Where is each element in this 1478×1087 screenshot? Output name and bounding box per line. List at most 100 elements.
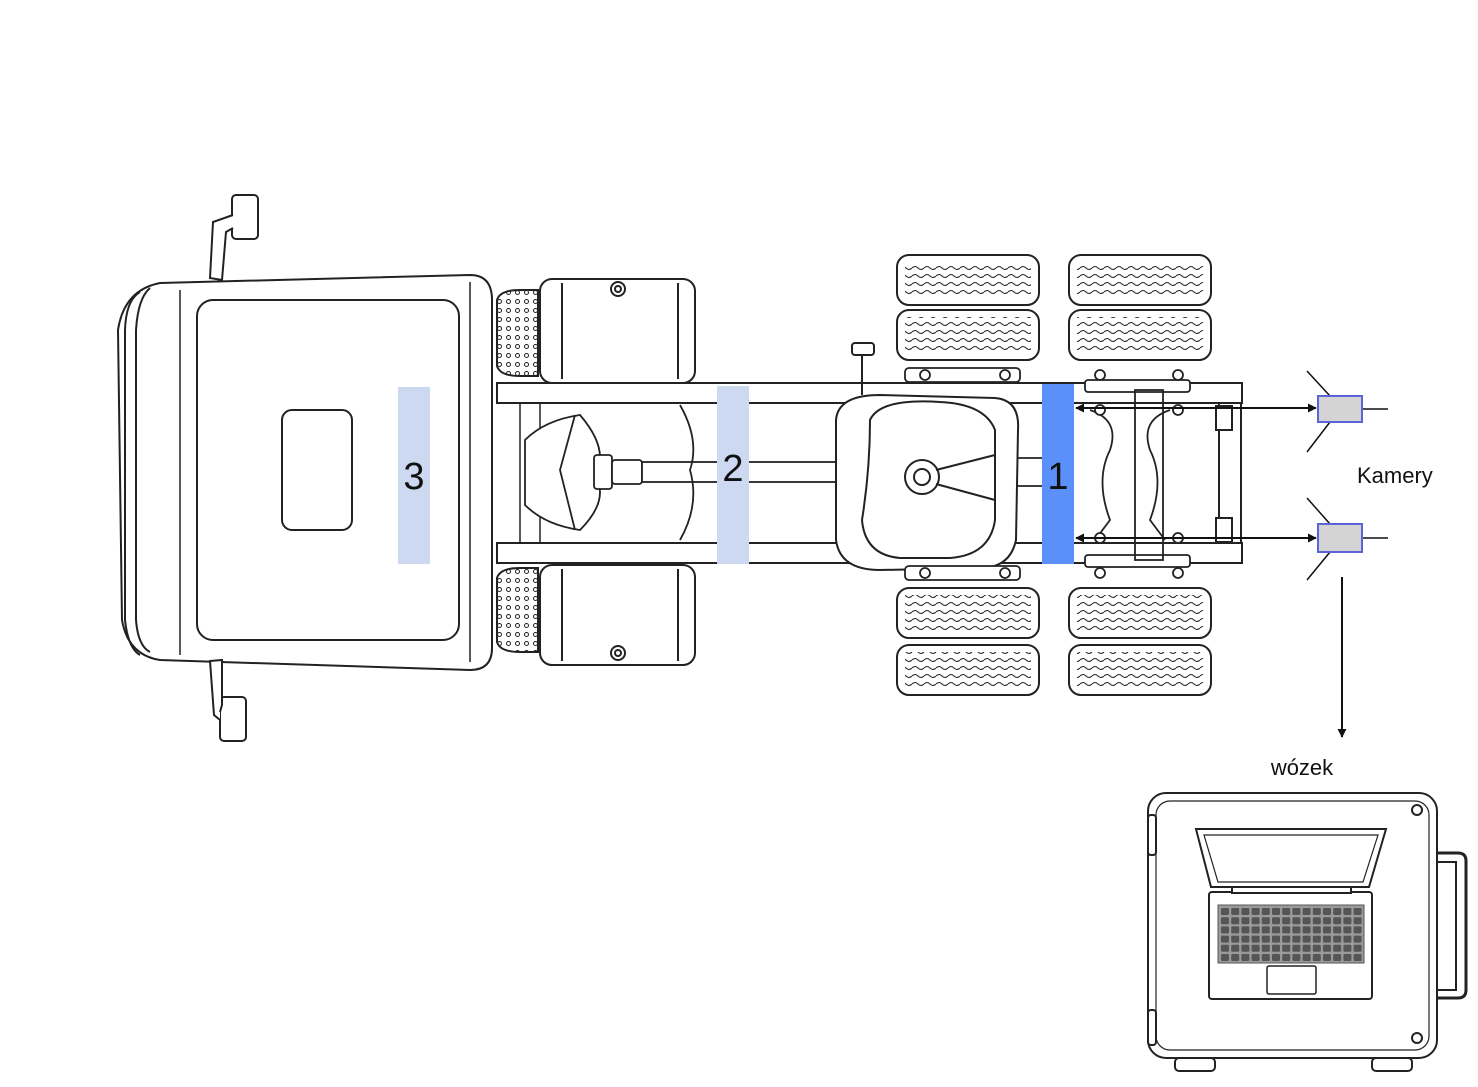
keyboard-key [1221,926,1229,934]
keyboard-key [1323,926,1331,934]
keyboard-key [1241,917,1250,925]
keyboard-key [1241,908,1250,915]
keyboard-key [1312,908,1321,915]
wheel-rear-axle-bottom-outer [1068,644,1212,696]
keyboard-key [1302,917,1311,925]
keyboard-key [1241,944,1250,952]
camera-top [1306,370,1388,453]
mirror-left [208,194,259,282]
cameras-label: Kamery [1357,463,1433,488]
wheel-front-axle-bottom-inner [896,587,1040,639]
keyboard-key [1272,908,1280,915]
keyboard-key [1353,908,1362,915]
keyboard-key [1323,944,1331,952]
marker-3-bar [398,387,430,564]
keyboard-key [1241,935,1250,943]
keyboard-key [1221,917,1229,925]
keyboard-key [1302,944,1311,952]
wheel-front-axle-bottom-outer [896,644,1040,696]
keyboard-key [1323,917,1331,925]
keyboard-key [1312,935,1321,943]
keyboard-key [1343,917,1352,925]
keyboard-key [1251,917,1260,925]
keyboard-key [1272,926,1280,934]
marker-2-bar [717,386,749,564]
keyboard-key [1231,917,1240,925]
keyboard-key [1302,908,1311,915]
keyboard-key [1323,908,1331,915]
keyboard-key [1353,917,1362,925]
keyboard-key [1231,954,1240,961]
keyboard-key [1343,954,1352,961]
fuel-tank-bottom [539,564,696,666]
keyboard-key [1323,935,1331,943]
marker-2-label: 2 [722,448,743,490]
keyboard-key [1241,954,1250,961]
keyboard-key [1323,954,1331,961]
keyboard-key [1302,954,1311,961]
keyboard-key [1282,926,1291,934]
camera-body-bottom [1317,523,1363,553]
keyboard-key [1261,908,1270,915]
keyboard-key [1333,944,1342,952]
keyboard-key [1221,954,1229,961]
fuel-tank-top [539,278,696,384]
keyboard-key [1333,908,1342,915]
keyboard-key [1312,944,1321,952]
keyboard-key [1251,908,1260,915]
wheels [896,254,1212,696]
keyboard-key [1312,917,1321,925]
keyboard-key [1282,935,1291,943]
camera-body-top [1317,395,1363,423]
keyboard-key [1292,935,1301,943]
keyboard-key [1282,917,1291,925]
keyboard-key [1353,954,1362,961]
cab-step-top [496,289,539,377]
keyboard-key [1261,954,1270,961]
cab-step-bottom [496,567,539,653]
keyboard-key [1261,917,1270,925]
keyboard-key [1221,944,1229,952]
wheel-front-axle-top-inner [896,309,1040,361]
keyboard-key [1261,926,1270,934]
keyboard-key [1333,926,1342,934]
rear-suspension [904,367,1191,581]
wheel-rear-axle-top-outer [1068,254,1212,306]
keyboard-key [1333,954,1342,961]
keyboard-key [1231,908,1240,915]
wheel-front-axle-top-outer [896,254,1040,306]
truck-cab [116,273,493,672]
keyboard-key [1292,908,1301,915]
keyboard-key [1272,917,1280,925]
keyboard-key [1343,926,1352,934]
wheel-rear-axle-top-inner [1068,309,1212,361]
keyboard-key [1221,908,1229,915]
keyboard-key [1282,908,1291,915]
cart-label: wózek [1270,755,1334,780]
mirror-right [208,658,247,742]
keyboard-key [1282,944,1291,952]
keyboard-key [1292,944,1301,952]
keyboard-key [1251,935,1260,943]
keyboard-key [1312,954,1321,961]
keyboard-key [1343,935,1352,943]
keyboard-key [1272,944,1280,952]
laptop-keyboard-keys [1221,908,1362,961]
keyboard-key [1231,944,1240,952]
keyboard-key [1272,954,1280,961]
keyboard-key [1302,935,1311,943]
keyboard-key [1282,954,1291,961]
keyboard-key [1302,926,1311,934]
wheel-rear-axle-bottom-inner [1068,587,1212,639]
keyboard-key [1272,935,1280,943]
keyboard-key [1343,908,1352,915]
keyboard-key [1333,917,1342,925]
marker-1-bar [1042,384,1074,564]
keyboard-key [1292,954,1301,961]
keyboard-key [1353,944,1362,952]
keyboard-key [1292,926,1301,934]
keyboard-key [1231,935,1240,943]
laptop [1194,828,1388,1000]
keyboard-key [1251,954,1260,961]
keyboard-key [1343,944,1352,952]
